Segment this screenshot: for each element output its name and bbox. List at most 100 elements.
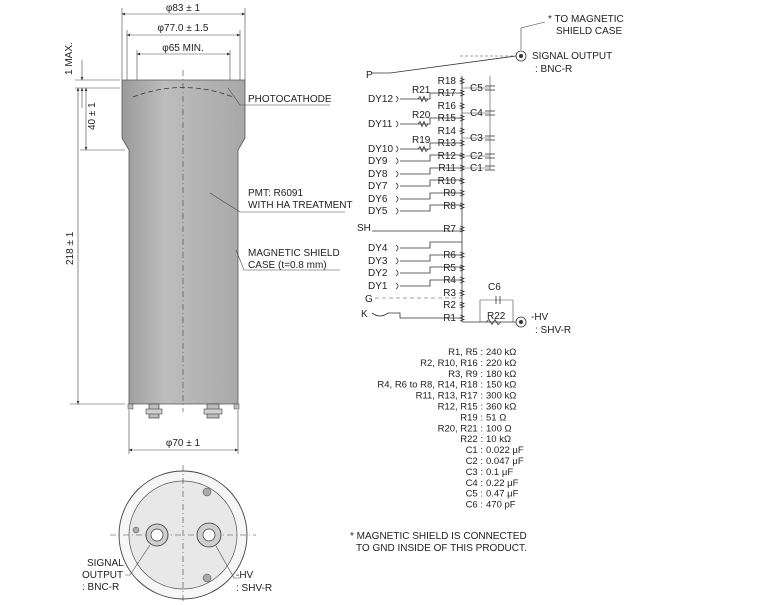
value-r1-r5: 240 kΩ: [486, 347, 516, 358]
leader-pmt: [209, 192, 345, 213]
signal-output-connector-type: : BNC-R: [535, 64, 572, 75]
dynode-tap-dy9: [400, 154, 462, 162]
value-r2-r10-r16: 220 kΩ: [486, 358, 516, 369]
resistor-label-r16: R16: [438, 101, 457, 112]
screw-left: [132, 526, 140, 534]
value-c2: 0.047 μF: [486, 456, 524, 467]
resistor-label-r1: R1: [443, 313, 456, 324]
resistor-label-r14: R14: [438, 126, 457, 137]
resistor-label-r3: R3: [443, 288, 456, 299]
resistor-r18: [458, 77, 466, 85]
dynode-tap-dy4: [400, 241, 462, 249]
shv-connector-flange: [203, 408, 223, 415]
resistor-label-r9: R9: [443, 188, 456, 199]
bottom-hv-connector: : SHV-R: [236, 583, 272, 594]
circuit-elements: R18R17R16R15R14R13R12R11R10R9R8R7R6R5R4R…: [368, 72, 516, 326]
dynode-tap-dy3: [400, 254, 462, 262]
dynode-symbol-dy6: [395, 195, 399, 203]
resistor-label-r10: R10: [438, 176, 457, 187]
value-ref-r1-r5: R1, R5 :: [448, 347, 483, 358]
value-ref-c2: C2 :: [466, 456, 483, 467]
resistor-label-r2: R2: [443, 300, 456, 311]
bottom-view: SIGNAL OUTPUT : BNC-R -HV : SHV-R: [82, 465, 272, 604]
dynode-label-dy12: DY12: [368, 94, 393, 105]
footnote-line-1: * MAGNETIC SHIELD IS CONNECTED: [350, 531, 527, 542]
dim-top-margin: 1 MAX.: [64, 42, 75, 75]
value-r20-r21: 100 Ω: [486, 423, 512, 434]
resistor-r12: [458, 152, 466, 160]
callout-pmt-treatment: WITH HA TREATMENT: [248, 200, 353, 211]
leader-hv-bottom: [215, 545, 240, 579]
resistor-r5: [458, 264, 466, 272]
value-ref-r3-r9: R3, R9 :: [448, 369, 483, 380]
bnc-connector-flange: [145, 408, 163, 415]
value-ref-c1: C1 :: [466, 445, 483, 456]
dynode-tap-dy10: [400, 142, 462, 150]
damping-resistor-r20: [417, 120, 429, 128]
bottom-signal-connector: : BNC-R: [82, 582, 119, 593]
resistor-label-r11: R11: [438, 163, 456, 174]
value-c5: 0.47 μF: [486, 489, 519, 500]
value-c3: 0.1 μF: [486, 467, 513, 478]
pin-sh: SH: [357, 223, 371, 234]
value-c6: 470 pF: [486, 500, 516, 511]
dim-total-length: 218 ± 1: [65, 231, 76, 265]
callout-photocathode: PHOTOCATHODE: [248, 94, 332, 105]
callout-pmt-model: PMT: R6091: [248, 188, 303, 199]
resistor-r14: [458, 127, 466, 135]
screw-top: [202, 487, 212, 497]
value-c1: 0.022 μF: [486, 445, 524, 456]
dynode-label-dy8: DY8: [368, 169, 388, 180]
footnote-line-2: TO GND INSIDE OF THIS PRODUCT.: [356, 543, 527, 554]
value-ref-c5: C5 :: [466, 489, 483, 500]
callout-shield: MAGNETIC SHIELD: [248, 248, 340, 259]
p-to-signal-wire: [389, 55, 517, 74]
resistor-r7: [458, 225, 466, 233]
value-r19: 51 Ω: [486, 412, 506, 423]
value-r22: 10 kΩ: [486, 434, 511, 445]
dynode-tap-dy7: [400, 179, 462, 187]
value-r3-r9: 180 kΩ: [486, 369, 516, 380]
value-ref-r22: R22 :: [460, 434, 483, 445]
dynode-symbol-dy5: [395, 207, 399, 215]
screw-bottom: [202, 573, 212, 583]
r22-resistor: [485, 318, 502, 326]
dynode-symbol-dy2: [395, 269, 399, 277]
value-ref-c6: C6 :: [466, 500, 483, 511]
pin-k: K: [361, 309, 368, 320]
pin-g: G: [365, 294, 373, 305]
dynode-symbol-dy8: [395, 170, 399, 178]
value-r12-r15: 360 kΩ: [486, 402, 516, 413]
resistor-label-r17: R17: [438, 88, 457, 99]
k-wire: [388, 312, 462, 319]
capacitor-label-c4: C4: [470, 108, 483, 119]
damping-resistor-label-r19: R19: [412, 135, 431, 146]
resistor-r3: [458, 289, 466, 297]
value-r11-r13-r17: 300 kΩ: [486, 391, 516, 402]
note-magnetic-shield: * TO MAGNETIC: [548, 14, 624, 25]
resistor-r2: [458, 301, 466, 309]
dynode-tap-dy2: [400, 266, 462, 274]
value-ref-r2-r10-r16: R2, R10, R16 :: [420, 358, 483, 369]
dynode-tap-dy11: [400, 117, 462, 125]
value-ref-c3: C3 :: [466, 467, 483, 478]
resistor-label-r6: R6: [443, 250, 456, 261]
hv-pin-icon: [519, 320, 523, 324]
resistor-label-r5: R5: [443, 263, 456, 274]
dynode-symbol-dy1: [395, 282, 399, 290]
side-view: φ83 ± 1 φ77.0 ± 1.5 φ65 MIN. 1 MAX. 40 ±…: [64, 3, 353, 454]
callout-shield-thickness: CASE (t=0.8 mm): [248, 260, 327, 271]
resistor-label-r8: R8: [443, 201, 456, 212]
dynode-tap-dy8: [400, 167, 462, 175]
foot-right: [233, 403, 240, 410]
dynode-label-dy2: DY2: [368, 268, 388, 279]
value-ref-r4-r6-to-r8-r14-r18: R4, R6 to R8, R14, R18 :: [377, 380, 483, 391]
resistor-label-r12: R12: [438, 151, 457, 162]
hv-label: -HV: [531, 312, 549, 323]
resistor-r8: [458, 202, 466, 210]
dynode-tap-dy5: [400, 204, 462, 212]
note-shield-case: SHIELD CASE: [556, 26, 622, 37]
dynode-label-dy6: DY6: [368, 194, 388, 205]
